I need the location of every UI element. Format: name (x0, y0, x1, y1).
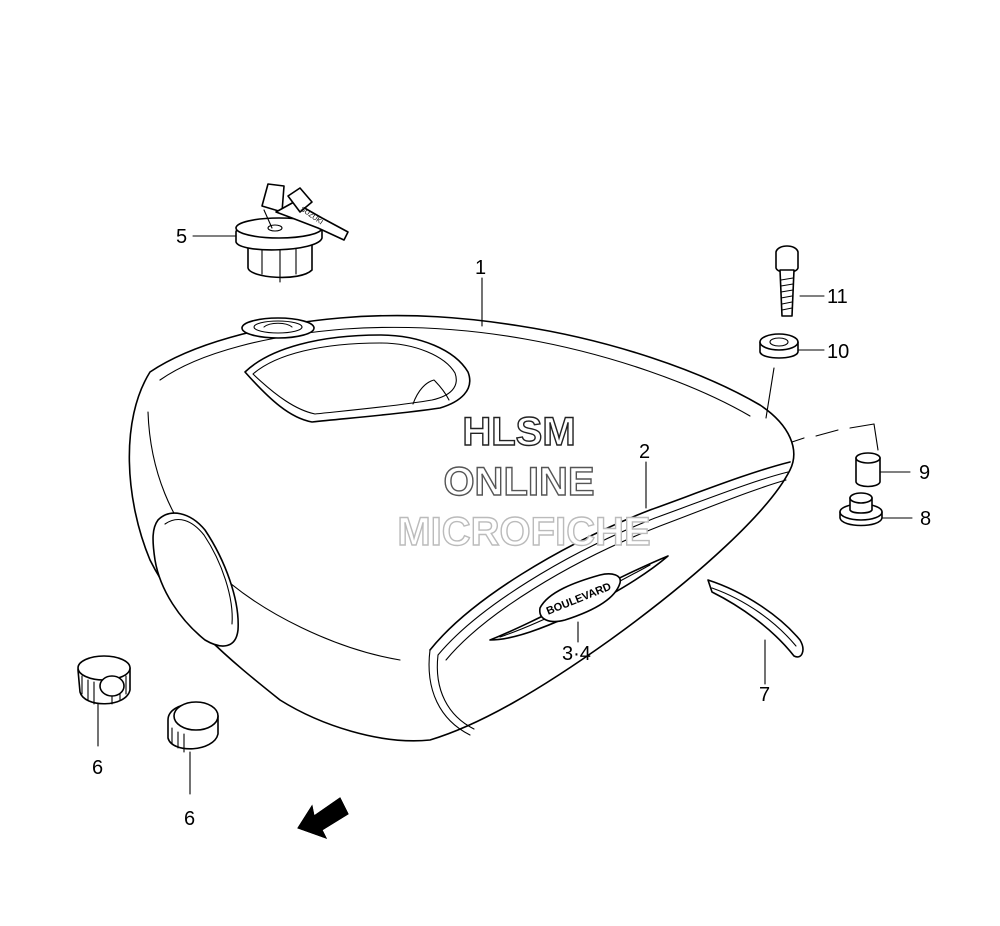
callout-9: 9 (919, 462, 930, 484)
cushion (839, 492, 883, 527)
bolt (775, 245, 799, 317)
watermark-line-3: MICROFICHE (397, 510, 650, 554)
collar (855, 452, 881, 488)
callout-7: 7 (759, 684, 770, 706)
callouts: 1 2 3·4 5 6 6 7 8 9 10 11 (92, 226, 931, 830)
callout-8: 8 (920, 508, 931, 530)
callout-10: 10 (827, 341, 849, 363)
callout-6-left: 6 (92, 757, 103, 779)
cap-rubber-left (77, 655, 131, 705)
fuel-cap-lock: SUZUKI (235, 183, 349, 283)
callout-6-right: 6 (184, 808, 195, 830)
watermark: HLSM ONLINE MICROFICHE (397, 409, 652, 554)
rear-cushion-strip (707, 579, 804, 658)
watermark-line-1: HLSM (462, 410, 575, 454)
fuel-tank: BOULEVARD (128, 314, 795, 742)
callout-1: 1 (475, 257, 486, 279)
fwd-arrow: FWD (297, 797, 349, 839)
leader-lines (97, 235, 913, 795)
watermark-line-2: ONLINE (443, 460, 594, 504)
callout-11: 11 (827, 286, 848, 308)
callout-2: 2 (639, 441, 650, 463)
callout-5: 5 (176, 226, 187, 248)
callout-3-4: 3·4 (562, 643, 591, 665)
washer (759, 333, 799, 359)
cap-rubber-right (167, 701, 219, 753)
